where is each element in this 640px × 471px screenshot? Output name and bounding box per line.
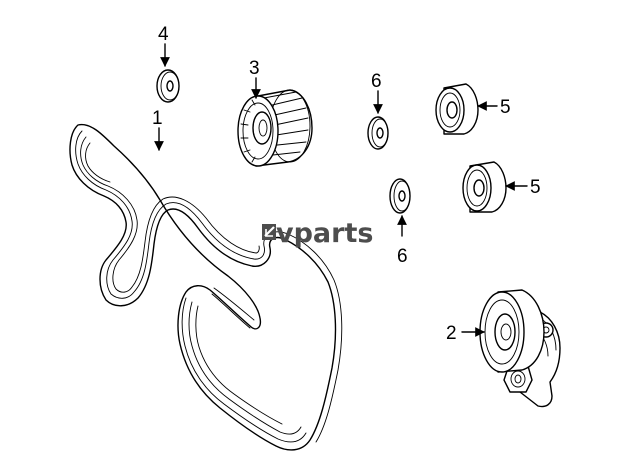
washer-upper[interactable] — [367, 116, 389, 150]
serpentine-belt[interactable] — [69, 123, 343, 451]
idler-pulley-lower[interactable] — [462, 161, 507, 213]
callout-label-washer-top: 4 — [158, 24, 169, 45]
callout-label-tensioner: 2 — [446, 323, 457, 344]
belt-tensioner[interactable] — [479, 289, 561, 408]
grooved-idler-pulley[interactable] — [237, 89, 313, 167]
callout-label-idler-pulley-grooved: 3 — [249, 58, 260, 79]
callout-label-idler-pulley-lower: 5 — [530, 177, 541, 198]
watermark-text: vparts — [276, 218, 373, 249]
washer-lower[interactable] — [389, 178, 411, 214]
washer-top[interactable] — [156, 69, 180, 103]
callouts: 4 1 3 6 5 5 6 2 — [152, 24, 541, 344]
idler-pulley-upper[interactable] — [435, 83, 479, 135]
callout-label-washer-lower: 6 — [397, 246, 408, 267]
vparts-logo-icon — [262, 224, 276, 240]
vparts-watermark: vparts — [262, 218, 373, 249]
callout-label-washer-upper: 6 — [371, 71, 382, 92]
callout-label-belt: 1 — [152, 108, 163, 129]
callout-label-idler-pulley-upper: 5 — [500, 97, 511, 118]
